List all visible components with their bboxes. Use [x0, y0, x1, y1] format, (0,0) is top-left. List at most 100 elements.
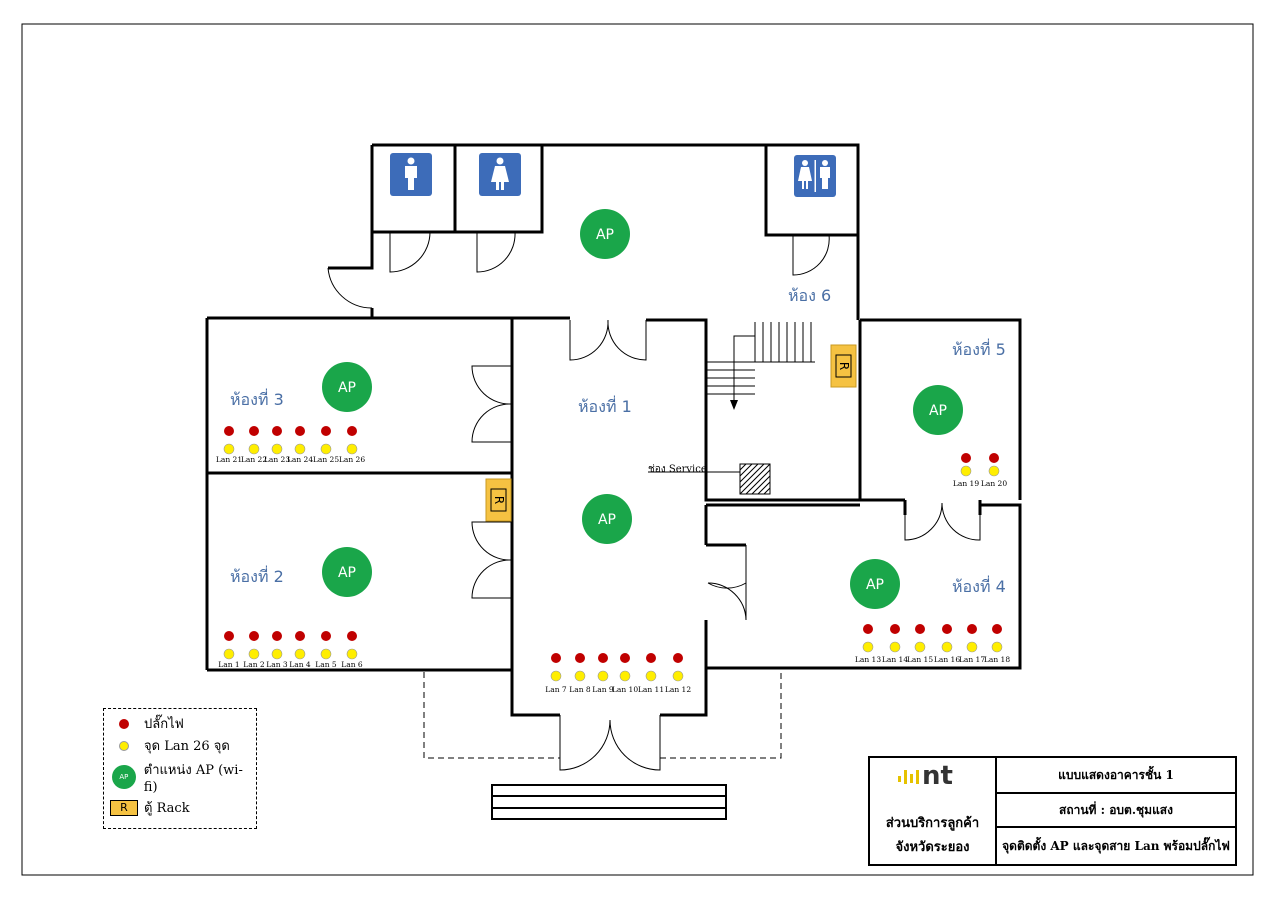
- power-outlet-marker: [598, 653, 608, 663]
- power-outlet-marker: [321, 631, 331, 641]
- legend-rack-row: R ตู้ Rack: [104, 797, 190, 818]
- lan-point-label: Lan 15: [907, 655, 933, 664]
- lan-point-label: Lan 9: [592, 685, 614, 694]
- power-outlet-marker: [961, 453, 971, 463]
- lan-point-label: Lan 25: [313, 455, 339, 464]
- lan-point-label: Lan 3: [266, 660, 288, 669]
- lan-point-label: Lan 16: [934, 655, 960, 664]
- lan-point-label: Lan 20: [981, 479, 1007, 488]
- lan-point-marker: [294, 443, 306, 455]
- nt-logo: nt: [898, 761, 953, 791]
- legend-rack-label: ตู้ Rack: [144, 801, 190, 816]
- power-outlet-marker: [992, 624, 1002, 634]
- lan-point-marker: [941, 641, 953, 653]
- power-outlet-marker: [646, 653, 656, 663]
- svg-text:AP: AP: [596, 227, 614, 243]
- lan-point-label: Lan 21: [216, 455, 242, 464]
- lan-point-marker: [574, 670, 586, 682]
- power-outlet-marker: [673, 653, 683, 663]
- page-frame: [21, 23, 1254, 876]
- lan-point-marker: [966, 641, 978, 653]
- rack-icon: R: [110, 799, 138, 816]
- restroom-doors: [327, 231, 830, 309]
- legend-lan-row: จุด Lan 26 จุด: [104, 735, 230, 756]
- lan-point-marker: [914, 641, 926, 653]
- lan-point-marker: [672, 670, 684, 682]
- lan-point-label: Lan 19: [953, 479, 979, 488]
- entrance: [423, 672, 782, 820]
- room-1-label: ห้องที่ 1: [578, 395, 632, 416]
- lan-point-label: Lan 1: [218, 660, 239, 669]
- power-outlet-marker: [575, 653, 585, 663]
- power-outlet-marker: [915, 624, 925, 634]
- lan-point-marker: [889, 641, 901, 653]
- access-point-marker: AP: [850, 559, 900, 609]
- room-5-label: ห้องที่ 5: [952, 338, 1006, 359]
- lan-point-label: Lan 14: [882, 655, 908, 664]
- svg-text:R: R: [492, 496, 506, 504]
- title-block-org: nt ส่วนบริการลูกค้า จังหวัดระยอง: [870, 758, 997, 864]
- access-point-marker: AP: [322, 362, 372, 412]
- lan-point-marker: [248, 443, 260, 455]
- legend: ปลั๊กไฟ จุด Lan 26 จุด AP ตำแหน่ง AP (wi…: [103, 708, 257, 829]
- lan-point-label: Lan 17: [959, 655, 985, 664]
- power-outlet-marker: [224, 631, 234, 641]
- interior-doors: [471, 319, 981, 771]
- power-outlet-marker: [620, 653, 630, 663]
- lan-point-marker: [991, 641, 1003, 653]
- legend-plug-label: ปลั๊กไฟ: [144, 717, 184, 732]
- lan-point-label: Lan 18: [984, 655, 1010, 664]
- power-outlet-marker: [551, 653, 561, 663]
- access-point-marker: AP: [580, 209, 630, 259]
- logo-signal-icon: [898, 770, 919, 784]
- svg-text:AP: AP: [866, 577, 884, 593]
- lan-point-label: Lan 11: [638, 685, 664, 694]
- power-outlet-marker: [967, 624, 977, 634]
- power-outlet-marker: [989, 453, 999, 463]
- lan-point-marker: [223, 648, 235, 660]
- lan-point-label: Lan 13: [855, 655, 881, 664]
- drawing-description: จุดติดตั้ง AP และจุดสาย Lan พร้อมปลั๊กไฟ: [1002, 838, 1230, 853]
- power-outlet-marker: [224, 426, 234, 436]
- plug-icon: [119, 718, 129, 729]
- room-4-label: ห้องที่ 4: [952, 575, 1006, 596]
- legend-plug-row: ปลั๊กไฟ: [104, 713, 184, 734]
- logo-text: nt: [922, 761, 953, 791]
- power-outlet-marker: [347, 426, 357, 436]
- lan-point-marker: [960, 465, 972, 477]
- lan-point-label: Lan 22: [241, 455, 267, 464]
- power-outlet-marker: [863, 624, 873, 634]
- lan-point-label: Lan 5: [315, 660, 337, 669]
- title-block: nt ส่วนบริการลูกค้า จังหวัดระยอง แบบแสดง…: [868, 756, 1237, 866]
- lan-point-marker: [223, 443, 235, 455]
- lan-point-marker: [988, 465, 1000, 477]
- lan-point-label: Lan 12: [665, 685, 691, 694]
- lan-point-marker: [346, 443, 358, 455]
- svg-text:AP: AP: [929, 403, 947, 419]
- power-outlet-marker: [942, 624, 952, 634]
- lan-point-marker: [248, 648, 260, 660]
- drawing-title: แบบแสดงอาคารชั้น 1: [997, 758, 1235, 794]
- room-6-label: ห้อง 6: [788, 286, 831, 305]
- legend-ap-label: ตำแหน่ง AP (wi-fi): [143, 763, 243, 795]
- rack-marker: R: [830, 344, 857, 388]
- svg-text:AP: AP: [598, 512, 616, 528]
- lan-point-label: Lan 8: [569, 685, 591, 694]
- legend-ap-row: AP ตำแหน่ง AP (wi-fi): [104, 759, 256, 795]
- lan-point-marker: [645, 670, 657, 682]
- rack-marker: R: [485, 478, 512, 522]
- access-point-marker: AP: [913, 385, 963, 435]
- access-point-marker: AP: [322, 547, 372, 597]
- power-outlet-marker: [272, 631, 282, 641]
- lan-point-marker: [597, 670, 609, 682]
- lan-point-label: Lan 7: [545, 685, 567, 694]
- svg-text:R: R: [837, 362, 851, 370]
- svg-text:AP: AP: [338, 380, 356, 396]
- lan-point-label: Lan 6: [341, 660, 363, 669]
- power-outlet-marker: [249, 426, 259, 436]
- lan-point-label: Lan 10: [612, 685, 638, 694]
- org-line-2: จังหวัดระยอง: [895, 840, 970, 855]
- org-line-1: ส่วนบริการลูกค้า: [885, 816, 980, 831]
